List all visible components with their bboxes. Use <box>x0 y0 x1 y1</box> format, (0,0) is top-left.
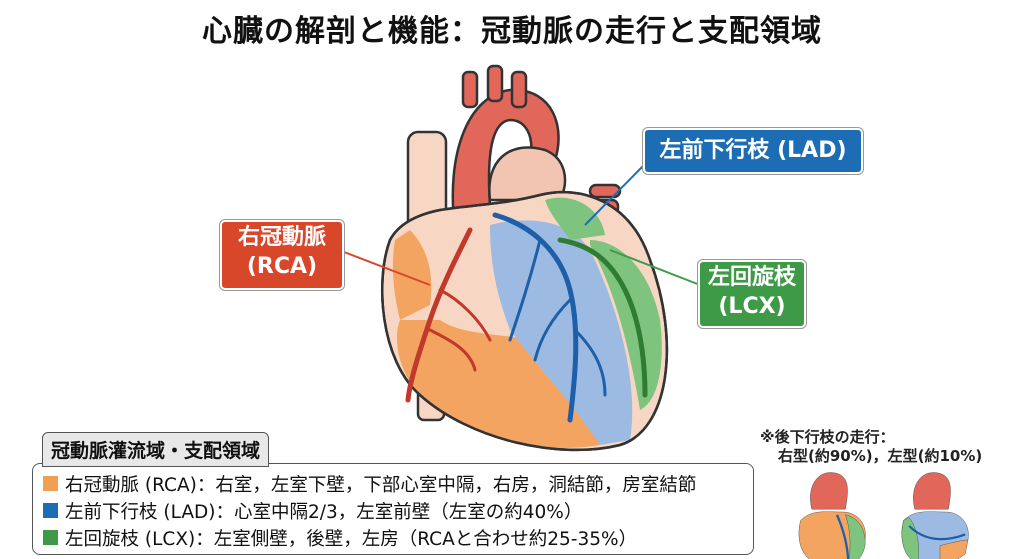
legend-item-lcx: 左回旋枝 (LCX)：左室側壁，後壁，左房（RCAと合わせ約25-35%） <box>43 524 743 551</box>
legend-item-text: 左前下行枝 (LAD)：心室中隔2/3，左室前壁（左室の約40%） <box>65 501 583 523</box>
blue-swatch-icon <box>43 503 58 518</box>
note-line1: ※後下行枝の走行： <box>760 428 895 446</box>
rca-artery <box>405 227 473 403</box>
legend-item-lad: 左前下行枝 (LAD)：心室中隔2/3，左室前壁（左室の約40%） <box>43 497 743 524</box>
legend-item-rca: 右冠動脈 (RCA)：右室，左室下壁，下部心室中隔，右房，洞結節，房室結節 <box>43 470 743 497</box>
small-heart-left-dominant <box>901 472 969 559</box>
lcx-artery <box>557 237 648 398</box>
lad-label: 左前下行枝 (LAD) <box>643 128 863 174</box>
rca-label: 右冠動脈 (RCA) <box>220 220 344 290</box>
page-title: 心臓の解剖と機能：冠動脈の走行と支配領域 <box>202 14 822 49</box>
small-heart-right-dominant <box>798 472 866 559</box>
legend-header: 冠動脈灌流域・支配領域 <box>42 432 270 467</box>
note-line2: 右型(約90%)，左型(約10%) <box>778 446 983 465</box>
rca-label-name: 右冠動脈 <box>237 225 326 250</box>
pda-note: ※後下行枝の走行： 右型(約90%)，左型(約10%) <box>760 428 982 466</box>
rca-label-abbr: (RCA) <box>246 253 318 279</box>
lcx-label: 左回旋枝 (LCX) <box>698 260 806 328</box>
lcx-label-abbr: (LCX) <box>718 293 786 319</box>
orange-swatch-icon <box>43 476 58 491</box>
legend-item-text: 左回旋枝 (LCX)：左室側壁，後壁，左房（RCAと合わせ約25-35%） <box>65 528 638 550</box>
green-swatch-icon <box>43 530 58 545</box>
coronary-arteries <box>405 212 648 423</box>
legend-item-text: 右冠動脈 (RCA)：右室，左室下壁，下部心室中隔，右房，洞結節，房室結節 <box>65 474 697 496</box>
lcx-label-name: 左回旋枝 <box>707 265 796 290</box>
legend: 右冠動脈 (RCA)：右室，左室下壁，下部心室中隔，右房，洞結節，房室結節 左前… <box>32 463 754 555</box>
main-heart <box>381 64 669 452</box>
lad-artery <box>492 212 579 423</box>
